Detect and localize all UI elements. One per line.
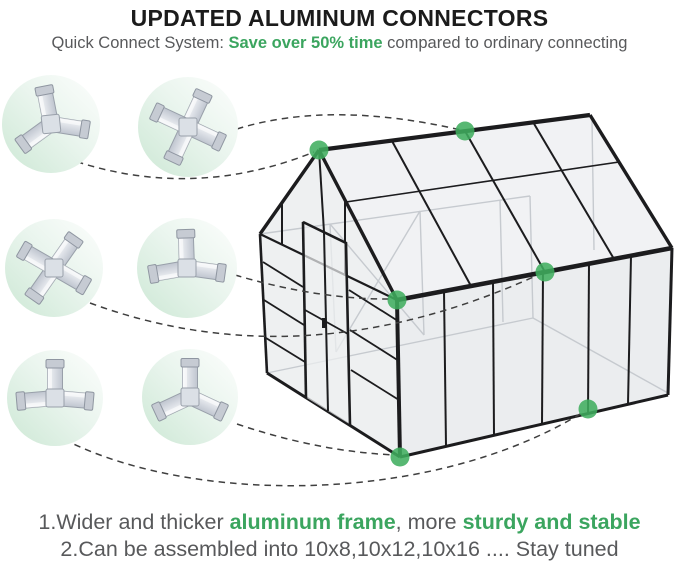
- leader-lines: [53, 114, 586, 487]
- footer-line-1: 1.Wider and thicker aluminum frame, more…: [0, 509, 679, 535]
- greenhouse: [258, 112, 674, 459]
- subtitle-prefix: Quick Connect System:: [51, 34, 229, 52]
- leader-line-3: [89, 273, 541, 338]
- front-corner-post: [395, 299, 402, 458]
- footer-line1-prefix: 1.Wider and thicker: [38, 510, 230, 534]
- green-connector-point-ridge-mid: [455, 121, 475, 141]
- connector-points: [309, 121, 598, 467]
- green-connector-point-side-eave: [535, 262, 555, 282]
- page-title: UPDATED ALUMINUM CONNECTORS: [130, 5, 549, 31]
- leader-line-2: [236, 114, 462, 131]
- footer-line1-middle: , more: [395, 510, 463, 534]
- footer-line-2: 2.Can be assembled into 10x8,10x12,10x16…: [60, 537, 619, 561]
- door-handle: [322, 318, 326, 328]
- subtitle: Quick Connect System: Save over 50% time…: [0, 34, 679, 53]
- gable-left-post: [258, 233, 269, 374]
- side-wall-frame: [395, 247, 674, 459]
- leader-line-6: [236, 423, 397, 456]
- eave-beam: [396, 245, 673, 303]
- angled-cross-connector-icon: [15, 230, 93, 306]
- connector-badge-3: [5, 219, 103, 317]
- leader-line-4: [234, 274, 394, 300]
- header: UPDATED ALUMINUM CONNECTORS Quick Connec…: [0, 5, 679, 53]
- roof-panel: [319, 115, 672, 300]
- far-roof-edge: [588, 114, 674, 249]
- green-connector-point-side-base: [578, 399, 598, 419]
- subtitle-suffix: compared to ordinary connecting: [382, 34, 628, 52]
- green-connector-point-front-eave: [387, 290, 407, 310]
- corner-branch-connector-icon: [147, 228, 227, 285]
- gable-right-rafter: [317, 149, 399, 301]
- side-base-rail: [399, 393, 669, 459]
- gable-left-rafter: [258, 149, 321, 235]
- leader-line-5: [53, 410, 586, 487]
- t-shape-connector-icon: [15, 359, 95, 411]
- green-connector-point-gable-peak: [309, 140, 329, 160]
- cross-connector-icon: [148, 87, 228, 167]
- connector-badge-5: [7, 350, 103, 446]
- connector-badge-1: [2, 75, 100, 173]
- roof-frame: [258, 112, 674, 303]
- three-way-corner-connector-icon: [150, 358, 230, 422]
- far-corner-post: [666, 247, 674, 396]
- connector-badge-4: [137, 218, 237, 318]
- side-wall-panel: [397, 248, 672, 457]
- subtitle-highlight: Save over 50% time: [228, 34, 383, 52]
- leader-line-1: [65, 151, 315, 180]
- connector-badge-2: [138, 77, 238, 177]
- footer-line1-highlight-2: sturdy and stable: [462, 510, 641, 534]
- green-connector-point-front-base: [390, 447, 410, 467]
- ridge-beam: [318, 112, 591, 153]
- gable-wall-frame: [258, 149, 401, 459]
- door: [301, 220, 352, 426]
- y-branch-connector-icon: [14, 83, 91, 155]
- connector-badge-6: [142, 349, 238, 445]
- footer-line1-highlight-1: aluminum frame: [229, 510, 396, 534]
